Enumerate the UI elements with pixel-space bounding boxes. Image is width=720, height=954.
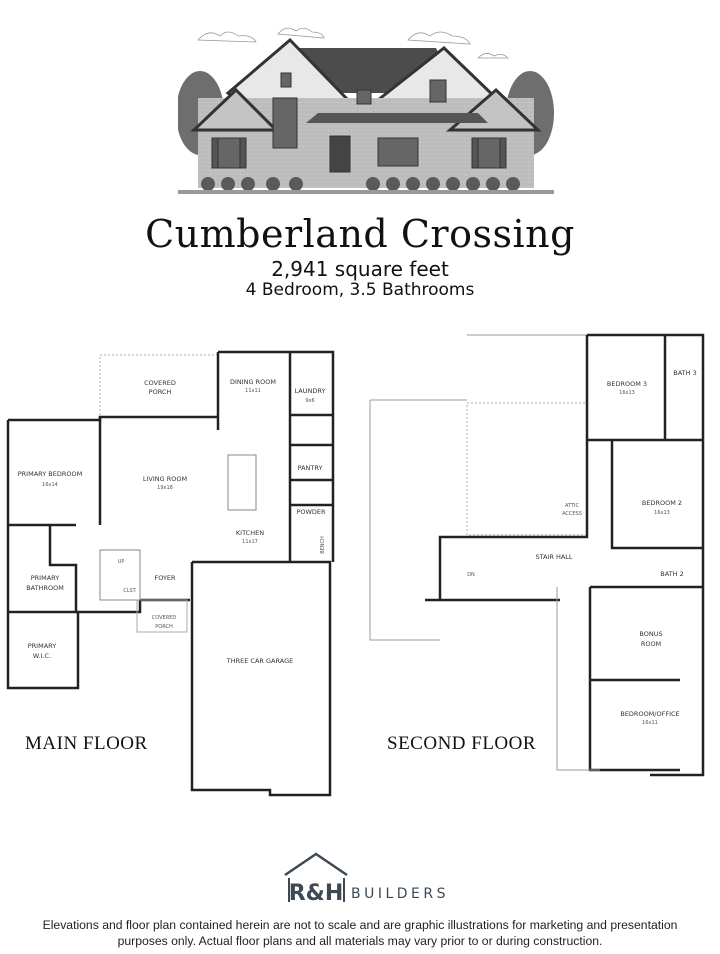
svg-text:BATH 3: BATH 3	[673, 369, 696, 377]
svg-text:LAUNDRY: LAUNDRY	[295, 387, 326, 395]
square-footage: 2,941 square feet	[271, 257, 449, 281]
svg-text:BEDROOM/OFFICE: BEDROOM/OFFICE	[620, 710, 679, 718]
svg-text:16x13: 16x13	[619, 390, 635, 396]
svg-text:BUILDERS: BUILDERS	[351, 886, 449, 902]
svg-text:11x11: 11x11	[245, 388, 261, 394]
main-floor-label: MAIN FLOOR	[25, 733, 148, 754]
svg-text:CLST.: CLST.	[123, 588, 137, 594]
svg-text:R&H: R&H	[289, 881, 344, 906]
svg-text:PRIMARY BEDROOM: PRIMARY BEDROOM	[18, 470, 82, 478]
svg-text:BATHROOM: BATHROOM	[26, 584, 64, 592]
svg-text:COVERED: COVERED	[144, 379, 176, 387]
svg-text:STAIR HALL: STAIR HALL	[535, 553, 572, 561]
svg-text:LIVING ROOM: LIVING ROOM	[143, 475, 187, 483]
svg-text:19x18: 19x18	[157, 485, 173, 491]
svg-text:ATTIC: ATTIC	[565, 503, 580, 509]
main-floor-rooms: COVERED PORCH DINING ROOM 11x11 LAUNDRY …	[18, 378, 326, 665]
svg-text:PANTRY: PANTRY	[298, 464, 323, 472]
svg-text:ROOM: ROOM	[641, 640, 661, 648]
floor-plans: COVERED PORCH DINING ROOM 11x11 LAUNDRY …	[0, 325, 720, 815]
bed-bath-count: 4 Bedroom, 3.5 Bathrooms	[245, 280, 475, 300]
svg-text:BEDROOM 2: BEDROOM 2	[642, 499, 682, 507]
builder-logo: R&H BUILDERS	[283, 850, 453, 906]
svg-text:THREE CAR GARAGE: THREE CAR GARAGE	[226, 657, 293, 665]
house-roof-icon	[284, 852, 348, 877]
svg-text:BENCH: BENCH	[320, 536, 326, 554]
svg-text:DN: DN	[467, 572, 475, 578]
svg-text:PORCH: PORCH	[155, 624, 173, 630]
svg-text:PORCH: PORCH	[149, 388, 172, 396]
svg-text:ACCESS: ACCESS	[562, 511, 582, 517]
svg-text:BEDROOM 3: BEDROOM 3	[607, 380, 647, 388]
svg-text:DINING ROOM: DINING ROOM	[230, 378, 276, 386]
plan-title: Cumberland Crossing	[145, 212, 575, 256]
svg-text:9x6: 9x6	[305, 398, 314, 404]
svg-text:W.I.C.: W.I.C.	[33, 652, 51, 660]
svg-text:POWDER: POWDER	[296, 508, 326, 516]
svg-text:COVERED: COVERED	[152, 615, 177, 621]
svg-text:BATH 2: BATH 2	[660, 570, 683, 578]
second-floor-rooms: BEDROOM 3 16x13 BATH 3 ATTIC ACCESS BEDR…	[467, 369, 697, 726]
svg-text:11x17: 11x17	[242, 539, 258, 545]
svg-text:16x13: 16x13	[654, 510, 670, 516]
house-elevation-illustration	[176, 18, 554, 203]
svg-text:16x11: 16x11	[642, 720, 658, 726]
svg-text:UP: UP	[118, 559, 125, 565]
svg-text:16x14: 16x14	[42, 482, 58, 488]
second-floor-label: SECOND FLOOR	[387, 733, 537, 754]
svg-text:KITCHEN: KITCHEN	[236, 529, 264, 537]
disclaimer-text: Elevations and floor plan contained here…	[42, 918, 678, 948]
svg-text:FOYER: FOYER	[154, 574, 176, 582]
svg-text:BONUS: BONUS	[639, 630, 662, 638]
svg-text:PRIMARY: PRIMARY	[31, 574, 60, 582]
svg-text:PRIMARY: PRIMARY	[28, 642, 57, 650]
